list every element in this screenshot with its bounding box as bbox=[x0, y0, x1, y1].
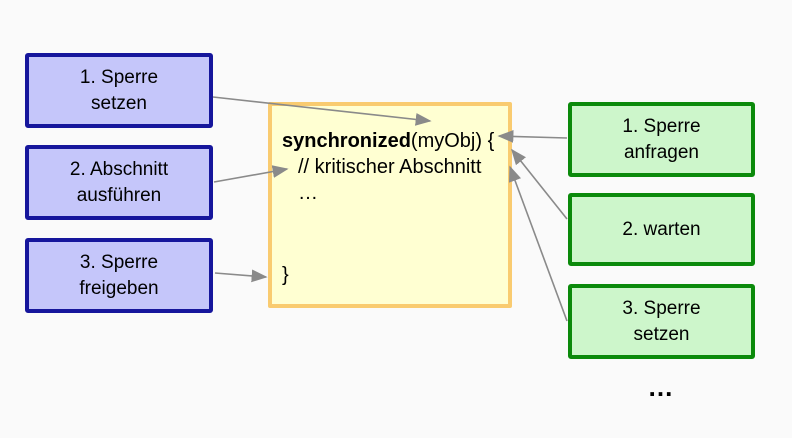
step-label-line: freigeben bbox=[79, 277, 159, 299]
step-label-line: 1. Sperre bbox=[622, 115, 701, 137]
step-label-line: 1. Sperre bbox=[79, 66, 159, 88]
code-line-synchronized: synchronized(myObj) { bbox=[282, 128, 508, 154]
arrow-freigeben-to-brace bbox=[214, 269, 268, 283]
code-line-ellipsis: … bbox=[298, 182, 318, 204]
step-box-sperre-setzen: 1. Sperre setzen bbox=[25, 53, 213, 128]
arrow-setzen2-to-open-brace bbox=[508, 165, 568, 322]
step-label-line: 2. Abschnitt bbox=[69, 158, 169, 180]
step-label-line: ausführen bbox=[76, 184, 162, 206]
arrow-warten-to-open-brace bbox=[511, 148, 568, 220]
step-label-line: setzen bbox=[91, 92, 147, 114]
step-label-line: 3. Sperre bbox=[622, 297, 701, 319]
step-label-line: 3. Sperre bbox=[79, 251, 159, 273]
step-box-sperre-freigeben: 3. Sperre freigeben bbox=[25, 238, 213, 313]
code-line-comment: // kritischer Abschnitt bbox=[298, 156, 482, 178]
step-box-sperre-anfragen: 1. Sperre anfragen bbox=[568, 102, 755, 177]
continuation-ellipsis: … bbox=[647, 372, 676, 402]
code-line-closing-brace: } bbox=[282, 264, 289, 286]
code-line1-rest: (myObj) { bbox=[410, 130, 495, 152]
step-label-line: 2. warten bbox=[622, 218, 701, 240]
step-box-abschnitt-ausfuehren: 2. Abschnitt ausführen bbox=[25, 145, 213, 220]
step-label-line: setzen bbox=[633, 323, 690, 345]
code-box: synchronized(myObj) { // kritischer Absc… bbox=[268, 102, 512, 308]
step-label-line: anfragen bbox=[623, 141, 699, 163]
step-box-warten: 2. warten bbox=[568, 193, 755, 266]
code-keyword: synchronized bbox=[282, 130, 411, 152]
step-box-sperre-setzen-2: 3. Sperre setzen bbox=[568, 284, 755, 359]
